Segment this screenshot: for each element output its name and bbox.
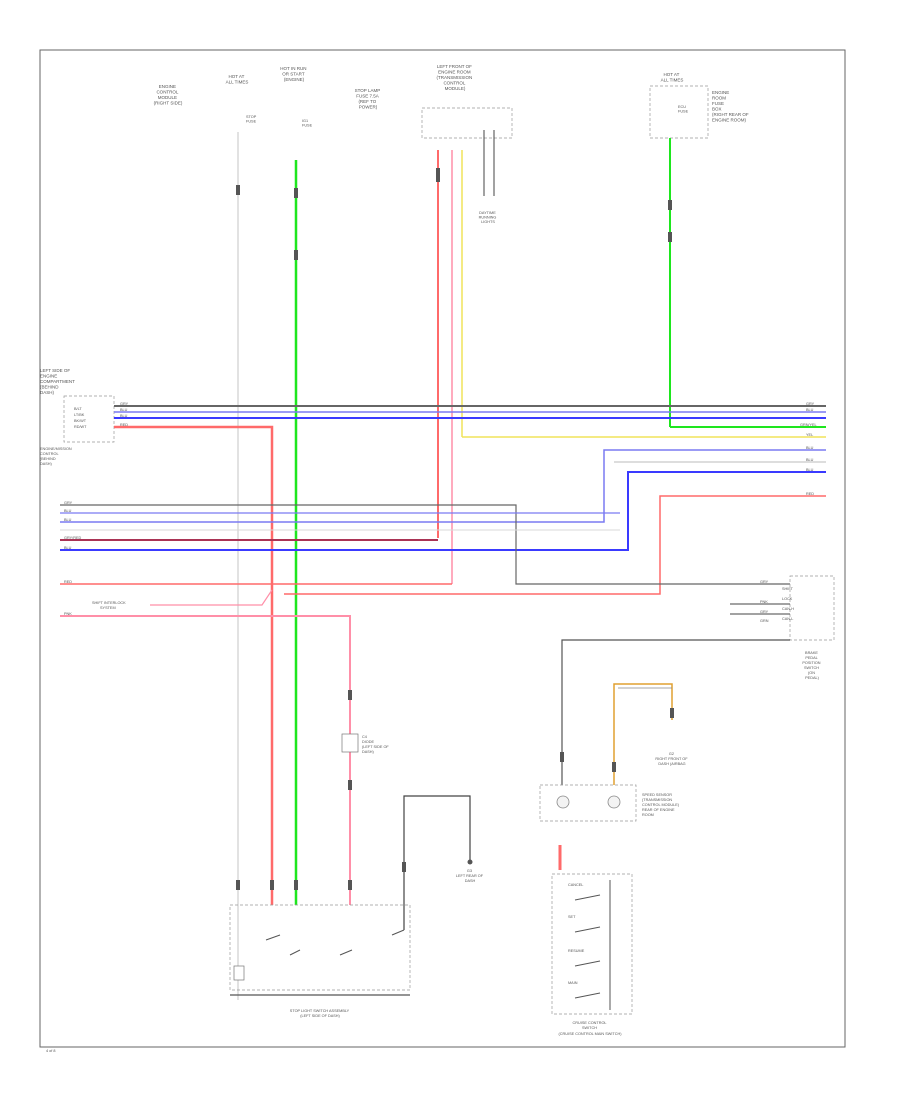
tag-mid-5: BLU <box>64 546 72 550</box>
diode-label: C4 DIODE (LEFT SIDE OF DASH) <box>362 735 390 754</box>
connector-ticks <box>236 168 674 890</box>
wire-right-pin-4 <box>561 639 790 785</box>
tag-mid-3: BLU <box>64 518 72 522</box>
cruise-switch-box <box>551 873 633 1015</box>
tag-low-2: PNK <box>64 612 72 616</box>
brake-ground-label: G3 LEFT REAR OF DASH <box>456 869 484 883</box>
sensor-element-2 <box>607 795 621 809</box>
wire-h-blue-bend-1 <box>60 449 826 523</box>
tag-right-7: BLU <box>806 468 814 472</box>
sensor-element-1 <box>556 795 570 809</box>
fuse-label-1: STOP FUSE <box>246 115 257 124</box>
right-connector-pins: GRY PNK GRY GRN <box>760 580 769 623</box>
fuse-label-2: IG1 FUSE <box>302 119 313 128</box>
label-stop-lamp: STOP LAMP FUSE 7.5A (REF TO POWER) <box>355 88 382 110</box>
tag-left-top-1: GRY <box>120 402 129 406</box>
left-module-title: LEFT SIDE OF ENGINE COMPARTMENT (BEHIND … <box>40 368 76 395</box>
right-connector-box <box>789 575 835 641</box>
cruise-switch-contacts <box>574 880 611 1010</box>
tag-mid-2: BLU <box>64 509 72 513</box>
diode-symbol <box>341 733 359 753</box>
tag-right-2: BLU <box>806 408 814 412</box>
tag-mid-1: GRY <box>64 501 73 505</box>
sensor-box <box>539 784 637 822</box>
sensor-label: SPEED SENSOR (TRANSMISSION CONTROL MODUL… <box>642 793 680 817</box>
splice-label: SHIFT INTERLOCK SYSTEM <box>92 601 127 610</box>
label-junction-top: LEFT FRONT OF ENGINE ROOM (TRANSMISSION … <box>436 64 473 91</box>
tag-right-6: BLU <box>806 458 814 462</box>
stoplight-switch-label: STOP LIGHT SWITCH ASSEMBLY (LEFT SIDE OF… <box>290 1009 350 1018</box>
cruise-switch-positions: CANCEL SET RESUME MAIN <box>568 883 585 985</box>
wire-tags-right: GRY BLU GRN/YEL YEL BLU BLU BLU RED <box>800 402 817 496</box>
fuse-label-3: ECU FUSE <box>678 105 689 114</box>
tag-right-5: BLU <box>806 446 814 450</box>
tag-right-1: GRY <box>806 402 815 406</box>
label-hot-right: HOT AT ALL TIMES <box>661 72 684 83</box>
label-engine-right: ENGINE ROOM FUSE BOX (RIGHT REAR OF ENGI… <box>712 90 750 123</box>
fuse-box-top-junction <box>421 107 513 139</box>
wire-h-pink-low <box>60 615 351 905</box>
left-module-pins: B/LT LT/BK BK/WT RD/WT <box>74 407 87 429</box>
wire-dark-brake <box>403 795 471 930</box>
ground-terminal-brake <box>467 859 473 865</box>
tag-low-1: RED <box>64 580 72 584</box>
wire-h-red-right <box>284 495 826 595</box>
stoplight-switch-component <box>233 965 245 981</box>
page-number: 4 of 8 <box>46 1049 56 1053</box>
wire-orange-sensor <box>613 683 673 785</box>
tag-right-3: GRN/YEL <box>800 423 817 427</box>
stoplight-switch-contacts <box>265 929 405 956</box>
tag-right-4: YEL <box>806 433 813 437</box>
connector-label-daytime: DAYTIME RUNNING LIGHTS <box>479 211 498 224</box>
right-connector-caption: BRAKE PEDAL POSITION SWITCH (ON PEDAL) <box>802 651 821 680</box>
tag-left-top-2: BLU <box>120 408 128 412</box>
wire-h-blue-bend-2 <box>60 471 826 551</box>
label-hot-run: HOT IN RUN OR START (ENGINE) <box>280 66 307 82</box>
wire-tags-left: GRY BLU BLU RED GRY BLU BLU GRY/RED BLU … <box>64 402 129 616</box>
wire-h-pink-splice <box>150 589 273 606</box>
right-connector-labels: SHIFT LOCK CAN-H CAN-L <box>782 587 795 621</box>
wire-h-gray-mid <box>60 504 790 585</box>
tag-mid-4: GRY/RED <box>64 536 81 540</box>
wire-h-red-to-switch <box>114 425 274 905</box>
left-module-box <box>63 395 115 443</box>
tag-right-8: RED <box>806 492 814 496</box>
ground-right-label: G2 RIGHT FRONT OF DASH (AIRBAG <box>655 752 688 766</box>
tag-left-top-3: BLU <box>120 414 128 418</box>
tag-left-top-4: RED <box>120 423 128 427</box>
label-ecu-left: ENGINE CONTROL MODULE (RIGHT SIDE) <box>154 84 183 106</box>
left-module-caption: ENGINE/MISSION CONTROL (BEHIND DASH) <box>40 447 73 466</box>
label-hot-all-times: HOT AT ALL TIMES <box>226 74 249 85</box>
diagram-frame <box>39 49 846 1048</box>
stoplight-switch-box <box>229 904 411 991</box>
cruise-switch-label: CRUISE CONTROL SWITCH (CRUISE CONTROL MA… <box>559 1021 623 1036</box>
